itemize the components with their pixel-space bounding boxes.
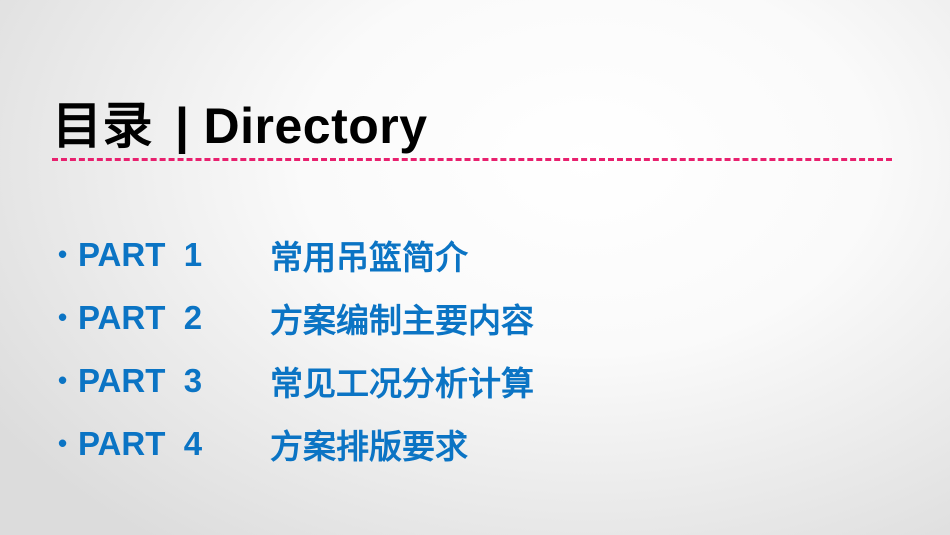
part-label: 方案编制主要内容	[270, 301, 534, 339]
list-item[interactable]: • PART 3 常见工况分析计算	[58, 349, 534, 412]
part-number: PART 2	[78, 298, 203, 336]
page-title: 目录 |Directory	[52, 86, 428, 158]
list-item[interactable]: • PART 2 方案编制主要内容	[58, 286, 534, 349]
bullet-icon: •	[58, 302, 68, 332]
bullet-icon: •	[58, 365, 68, 395]
title-separator: |	[175, 98, 190, 154]
dashed-divider	[52, 158, 892, 161]
list-item[interactable]: • PART 4 方案排版要求	[58, 412, 534, 475]
list-item[interactable]: • PART 1 常用吊篮简介	[58, 223, 534, 286]
title-sub: Directory	[203, 98, 428, 154]
part-label: 常用吊篮简介	[270, 238, 468, 276]
bullet-icon: •	[58, 428, 68, 458]
part-number: PART 4	[78, 424, 203, 462]
part-label: 常见工况分析计算	[270, 364, 534, 402]
directory-list: • PART 1 常用吊篮简介 • PART 2 方案编制主要内容 • PART 3 常见工…	[58, 223, 534, 475]
part-number: PART 3	[78, 361, 203, 399]
title-main: 目录	[52, 98, 153, 154]
part-number: PART 1	[78, 235, 203, 273]
bullet-icon: •	[58, 239, 68, 269]
part-label: 方案排版要求	[270, 427, 468, 465]
